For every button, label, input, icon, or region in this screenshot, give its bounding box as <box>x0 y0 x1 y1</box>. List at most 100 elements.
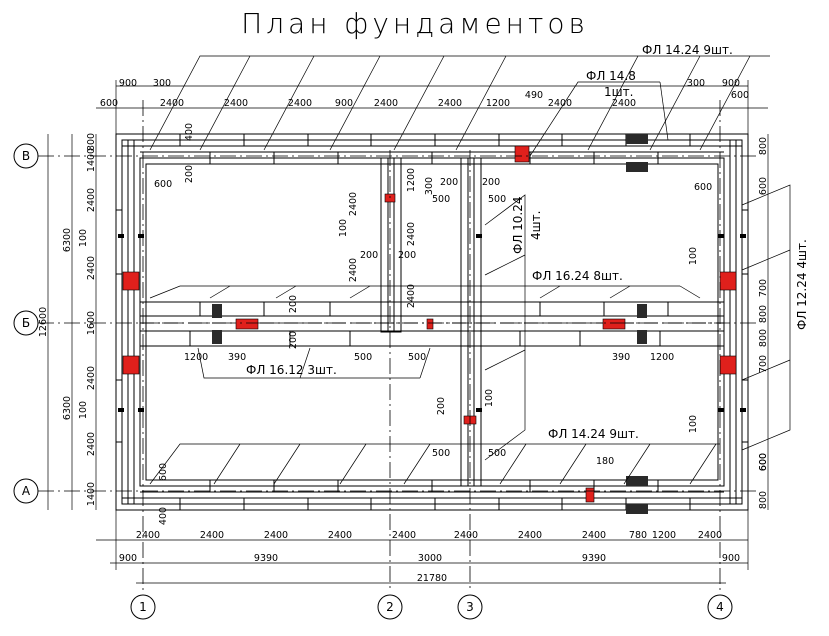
dim-text: 2400 <box>438 98 462 109</box>
dim-text: 800 <box>758 305 769 323</box>
dim-text: 180 <box>596 456 614 467</box>
dim-text: 390 <box>228 352 246 363</box>
axis-marker-4 <box>707 594 733 620</box>
dim-text: 9390 <box>254 553 278 564</box>
dim-text: 600 <box>158 463 169 481</box>
dim-text: 200 <box>360 250 378 261</box>
dim-text: 200 <box>440 177 458 188</box>
dim-text: 9390 <box>582 553 606 564</box>
dim-text: 1200 <box>650 352 674 363</box>
axis-marker-1 <box>130 594 156 620</box>
dim-text: 100 <box>688 247 699 265</box>
dim-text: 390 <box>612 352 630 363</box>
dim-text: 800 <box>758 491 769 509</box>
axis-label-b: Б <box>22 316 30 330</box>
dim-text: 2400 <box>86 188 97 212</box>
dim-text: 200 <box>398 250 416 261</box>
dim-text: 2400 <box>136 530 160 541</box>
dim-text: 6300 <box>62 228 73 252</box>
dim-text: 600 <box>758 453 769 471</box>
dim-text: 2400 <box>86 256 97 280</box>
dim-text: 2400 <box>518 530 542 541</box>
dim-text: 12600 <box>38 307 49 337</box>
dim-text: 300 <box>687 78 705 89</box>
dim-text: 600 <box>154 179 172 190</box>
dim-text: 900 <box>722 78 740 89</box>
dim-text: 2400 <box>348 192 359 216</box>
dim-text: 780 <box>629 530 647 541</box>
dim-text: 400 <box>158 507 169 525</box>
dim-text: 2400 <box>392 530 416 541</box>
axis-marker-a <box>13 478 39 504</box>
dim-text: 300 <box>424 177 435 195</box>
dim-text: 900 <box>119 78 137 89</box>
leader-lines <box>149 55 791 485</box>
dim-text: 600 <box>694 182 712 193</box>
dim-text: 100 <box>78 401 89 419</box>
dim-text: 2400 <box>406 284 417 308</box>
dim-text: 600 <box>758 177 769 195</box>
dim-text: 200 <box>482 177 500 188</box>
plan-title: План фундаментов <box>241 7 589 40</box>
dim-text: 500 <box>432 448 450 459</box>
axis-label-2: 2 <box>386 600 394 614</box>
dim-text: 400 <box>184 123 195 141</box>
label-fl-16-12: ФЛ 16.12 3шт. <box>246 363 337 377</box>
dim-text: 200 <box>288 331 299 349</box>
dim-text: 900 <box>335 98 353 109</box>
dim-text: 2400 <box>548 98 572 109</box>
dim-text: 2400 <box>200 530 224 541</box>
axis-label-3: 3 <box>466 600 474 614</box>
dim-text: 200 <box>184 165 195 183</box>
dim-text: 2400 <box>454 530 478 541</box>
label-fl-12-24: ФЛ 12.24 4шт. <box>795 239 809 330</box>
block-joints <box>116 134 748 510</box>
dim-text: 600 <box>731 90 749 101</box>
label-fl-10-24-qty: 4шт. <box>529 211 543 240</box>
dim-text: 100 <box>484 389 495 407</box>
dim-text: 2400 <box>160 98 184 109</box>
dim-text: 2400 <box>224 98 248 109</box>
dim-text: 2400 <box>264 530 288 541</box>
dim-text: 2400 <box>348 258 359 282</box>
dim-text: 2400 <box>612 98 636 109</box>
dim-text: 200 <box>288 295 299 313</box>
dim-text: 100 <box>688 415 699 433</box>
axis-marker-2 <box>377 594 403 620</box>
dim-text: 900 <box>119 553 137 564</box>
dim-text: 700 <box>758 279 769 297</box>
wall-ticks <box>118 234 746 412</box>
dim-text: 500 <box>488 448 506 459</box>
dim-text: 1600 <box>86 311 97 335</box>
axis-lines <box>38 100 760 592</box>
dim-text: 3000 <box>418 553 442 564</box>
dim-text: 900 <box>722 553 740 564</box>
dim-text: 1200 <box>406 168 417 192</box>
dim-total: 21780 <box>417 573 447 584</box>
red-blocks <box>122 145 737 503</box>
dim-text: 200 <box>436 397 447 415</box>
dim-text: 490 <box>525 90 543 101</box>
dim-text: 700 <box>758 355 769 373</box>
label-fl-14-24-top: ФЛ 14.24 9шт. <box>642 43 733 57</box>
dim-text: 2400 <box>328 530 352 541</box>
dim-text: 2400 <box>86 366 97 390</box>
dim-text: 300 <box>153 78 171 89</box>
dim-text: 800 <box>86 133 97 151</box>
label-fl-10-24: ФЛ 10.24 <box>511 196 525 254</box>
axis-marker-v <box>13 143 39 169</box>
dim-text: 2400 <box>582 530 606 541</box>
label-fl-14-8: ФЛ 14.8 <box>586 69 636 83</box>
dim-text: 1200 <box>184 352 208 363</box>
axis-label-4: 4 <box>716 600 724 614</box>
dim-text: 800 <box>758 137 769 155</box>
dim-text: 600 <box>100 98 118 109</box>
dim-text: 1200 <box>652 530 676 541</box>
dim-text: 500 <box>488 194 506 205</box>
axis-label-a: А <box>22 484 31 498</box>
axis-marker-3 <box>457 594 483 620</box>
dim-text: 500 <box>408 352 426 363</box>
dim-text: 500 <box>354 352 372 363</box>
label-fl-16-24: ФЛ 16.24 8шт. <box>532 269 623 283</box>
